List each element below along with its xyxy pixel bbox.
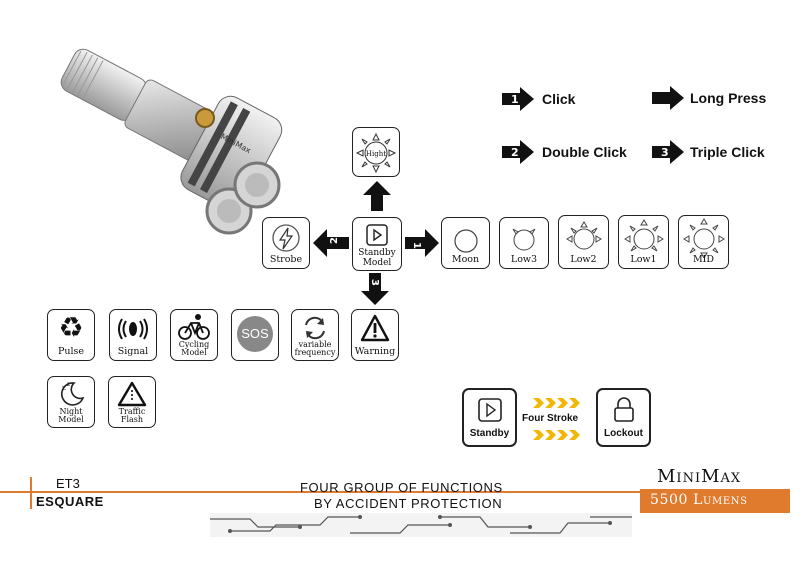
arrow-triple-click-icon: 3 [652,140,684,164]
recycle-icon: ♻ [58,312,84,343]
footer-model: ET3 [56,476,80,491]
arrow-up-icon [363,181,391,211]
mode-strobe-label: Strobe [269,254,303,265]
arrow-left-icon: 2 [313,229,349,257]
mode-high-label: Hight [366,150,386,158]
mode-mid: MID [678,215,729,269]
arrow-down-icon: 3 [361,273,389,305]
circuit-pattern [210,513,632,537]
traffic-triangle-icon [117,381,147,407]
sos-icon: SOS [237,316,273,352]
mode-cycling-label: Cycling Model [178,340,210,357]
mode-signal: Signal [109,309,157,361]
lockout-lockout-label: Lockout [604,428,643,439]
mode-traffic-label: Traffic Flash [118,407,146,424]
sun-low2-icon [565,221,602,250]
legend-click: 1 Click [500,86,630,112]
footer-headline-2: BY ACCIDENT PROTECTION [314,496,503,511]
mode-low2: Low2 [558,215,609,269]
arrow-double-click-num: 2 [511,146,519,159]
arrow-right-icon: 1 [405,229,439,257]
mode-low3-label: Low3 [510,254,538,265]
legend-long-press-label: Long Press [690,90,767,106]
mode-low1-label: Low1 [630,254,657,265]
footer-lumens: 5500 Lumens [650,492,748,508]
mode-sos: SOS [231,309,279,361]
bicycle-icon [178,314,210,340]
four-stroke-label: Four Stroke [522,413,579,424]
mode-strobe: Strobe [262,217,310,269]
arrow-click-num: 1 [511,93,519,106]
mode-cycling: Cycling Model [170,309,218,361]
mode-warning: Warning [351,309,399,361]
sun-high-icon: Hight [355,132,397,174]
footer-divider-left [30,477,32,509]
svg-text:z: z [67,381,70,388]
footer-headline-1: FOUR GROUP OF FUNCTIONS [300,480,503,495]
play-icon [477,398,502,422]
mode-standby-label: Standby Model [358,248,396,268]
arrow-click-icon: 1 [502,87,534,111]
warning-icon [360,314,390,342]
mode-variable-label: variable frequency [294,340,336,357]
svg-text:z: z [62,384,66,392]
arrow-left-num: 2 [329,237,340,244]
legend-click-label: Click [542,91,576,107]
mode-pulse-label: Pulse [57,346,85,357]
mode-pulse: ♻ Pulse [47,309,95,361]
lock-icon [613,397,634,422]
mode-moon: Moon [441,217,490,269]
flashlight-image: MiniMax [60,48,283,235]
mode-variable-frequency: variable frequency [291,309,339,361]
arrow-double-click-icon: 2 [502,140,534,164]
legend-long-press: Long Press [650,85,790,111]
lockout-lockout: Lockout [596,388,651,447]
lightning-icon [272,224,300,252]
sun-low1-icon [623,219,664,252]
mode-mid-label: MID [692,254,715,265]
mode-signal-label: Signal [117,346,149,357]
refresh-icon [305,316,325,340]
mode-low3: Low3 [499,217,549,269]
legend-triple-click-label: Triple Click [690,144,765,160]
mode-low1: Low1 [618,215,669,269]
mode-warning-label: Warning [354,346,396,357]
arrow-right-num: 1 [411,242,422,249]
lockout-standby: Standby [462,388,517,447]
footer-line-left [0,491,640,493]
footer-lumens-bg [640,489,790,513]
footer-brand: ESQUARE [36,494,104,509]
arrow-long-press-icon [652,86,684,110]
mode-night-label: Night Model [58,407,84,424]
chevrons-icon [533,398,580,408]
lockout-standby-label: Standby [469,428,510,439]
sun-low3-icon [512,228,536,251]
signal-icon [118,318,148,340]
mode-low2-label: Low2 [570,254,597,265]
arrow-down-num: 3 [369,279,380,286]
arrow-triple-click-num: 3 [661,146,669,159]
sun-mid-icon [682,218,725,258]
mode-high: Hight [352,127,400,177]
mode-moon-label: Moon [451,254,480,265]
legend-double-click-label: Double Click [542,144,627,160]
mode-traffic-flash: Traffic Flash [108,376,156,428]
mode-standby: Standby Model [352,217,402,271]
moon-circle-icon [453,229,478,253]
chevrons-bottom-icon [533,430,580,440]
play-icon [366,224,388,246]
footer-product: MiniMax [657,466,742,487]
legend-double-click: 2 Double Click [500,139,640,165]
legend-triple-click: 3 Triple Click [650,139,790,165]
